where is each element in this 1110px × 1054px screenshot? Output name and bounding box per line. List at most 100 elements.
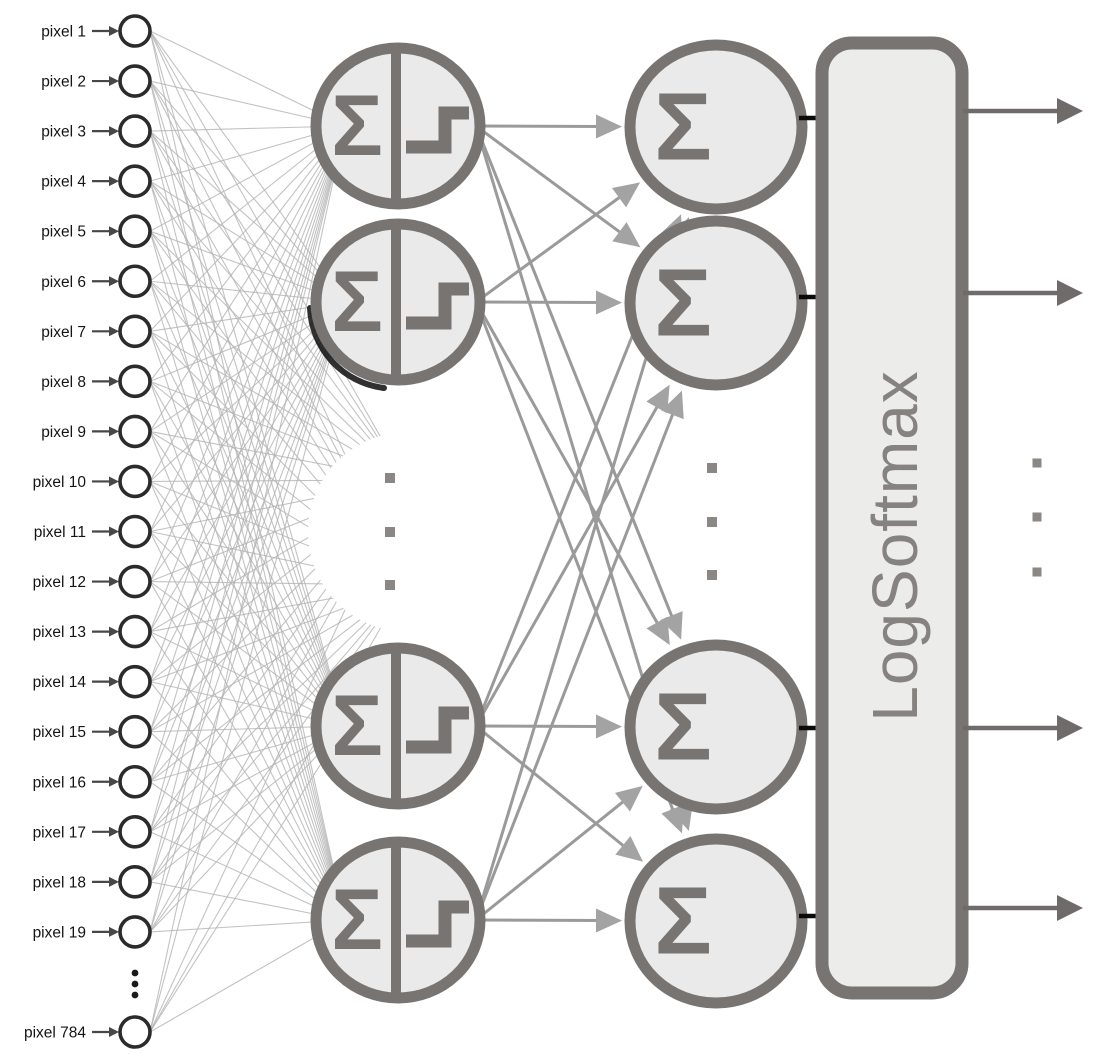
input-node-row: pixel 5 (41, 214, 152, 248)
hidden-neuron: Σ (310, 218, 486, 386)
sigma-symbol: Σ (654, 74, 712, 181)
input-node (118, 414, 152, 449)
connection-line (149, 725, 346, 1033)
connection-line (149, 125, 346, 682)
output-arrows (963, 98, 1083, 921)
final-arrowhead-icon (1057, 715, 1083, 741)
hidden-ellipsis-dot (385, 580, 395, 590)
connection-line (149, 584, 406, 833)
connection-line (149, 125, 346, 732)
input-arrowhead-icon (109, 926, 119, 937)
input-arrowhead-icon (109, 626, 119, 637)
input-label: pixel 16 (33, 774, 86, 791)
connection-line (149, 781, 346, 921)
arrowhead-icon (595, 714, 623, 739)
connection-line (149, 331, 346, 921)
input-arrowhead-icon (109, 426, 119, 437)
connection-line (149, 381, 346, 921)
connection-line (149, 281, 346, 921)
input-label: pixel 3 (41, 124, 86, 141)
sigma-symbol: Σ (331, 678, 383, 774)
connection-line (149, 301, 346, 1033)
hidden-ellipsis-dot (385, 473, 395, 483)
arrowhead-icon (595, 290, 623, 315)
neuron-body (624, 39, 808, 215)
arrowhead-icon (614, 785, 643, 812)
connection-line (149, 80, 346, 303)
input-node (118, 564, 152, 599)
connection-line (149, 581, 346, 727)
input-node-row: pixel 2 (41, 64, 152, 98)
arrowhead-icon (646, 616, 670, 646)
input-arrowhead-icon (109, 676, 119, 687)
arrowhead-icon (615, 836, 644, 862)
sigma-symbol: Σ (331, 78, 383, 174)
connection-line (149, 125, 346, 282)
connection-line (149, 481, 346, 727)
logsoftmax-label: LogSoftmax (859, 370, 931, 722)
connection-line (149, 125, 346, 882)
input-node (118, 364, 152, 399)
input-arrowhead-icon (109, 726, 119, 737)
neuron-shadow (307, 305, 387, 391)
input-node (118, 464, 152, 499)
connection-line (149, 301, 346, 682)
connection-line (149, 301, 346, 632)
input-label: pixel 19 (33, 924, 86, 941)
output-neuron: Σ (624, 833, 808, 1009)
input-node-row: pixel 10 (33, 464, 152, 499)
input-label: pixel 10 (33, 474, 87, 491)
input-node-row: pixel 13 (33, 614, 152, 649)
input-arrowhead-icon (109, 226, 119, 237)
connection-line (149, 180, 346, 303)
neuron-body (624, 833, 808, 1009)
input-arrowhead-icon (109, 126, 119, 137)
connection-line (149, 30, 346, 303)
connection-line (475, 724, 605, 729)
arrowhead-icon (646, 384, 670, 414)
input-node-row: pixel 9 (41, 414, 152, 449)
connection-line (149, 631, 346, 921)
connection-line (475, 724, 631, 852)
connection-line (149, 301, 346, 732)
input-arrowhead-icon (109, 1027, 119, 1037)
logsoftmax-block: LogSoftmax (815, 36, 969, 1000)
input-node-row: pixel 14 (33, 664, 152, 699)
input-label: pixel 13 (33, 624, 86, 641)
input-node (118, 114, 152, 148)
connection-line (149, 301, 346, 582)
input-node (118, 865, 152, 899)
input-label: pixel 9 (41, 424, 86, 441)
connection-line (149, 381, 346, 727)
neuron-body (624, 215, 808, 391)
input-node (118, 664, 152, 699)
input-node-row: pixel 12 (33, 564, 152, 599)
input-label: pixel 14 (33, 674, 87, 691)
input-node-row: pixel 6 (41, 264, 152, 299)
input-label: pixel 1 (41, 24, 86, 41)
input-label: pixel 5 (41, 224, 86, 241)
sigma-symbol: Σ (654, 250, 712, 357)
connection-line (149, 80, 406, 481)
connection-line (149, 80, 346, 921)
input-label: pixel 15 (33, 724, 86, 741)
connection-line (149, 919, 346, 1033)
step-function-icon (406, 706, 469, 754)
input-node-row: pixel 16 (33, 764, 152, 799)
input-label: pixel 2 (41, 74, 86, 91)
arrowhead-icon (595, 114, 623, 139)
input-node-row: pixel 8 (41, 364, 152, 399)
input-arrowhead-icon (109, 876, 119, 887)
connection-line (149, 301, 346, 933)
arrowhead-icon (612, 222, 641, 248)
connection-line (149, 125, 346, 482)
step-function-icon (406, 106, 469, 154)
input-node-row: pixel 17 (33, 814, 152, 849)
input-hidden-connections (149, 30, 406, 1033)
connection-line (149, 481, 346, 921)
sigma-symbol: Σ (331, 254, 383, 350)
connection-line (149, 125, 346, 832)
connection-line (149, 125, 346, 382)
input-node (118, 614, 152, 649)
